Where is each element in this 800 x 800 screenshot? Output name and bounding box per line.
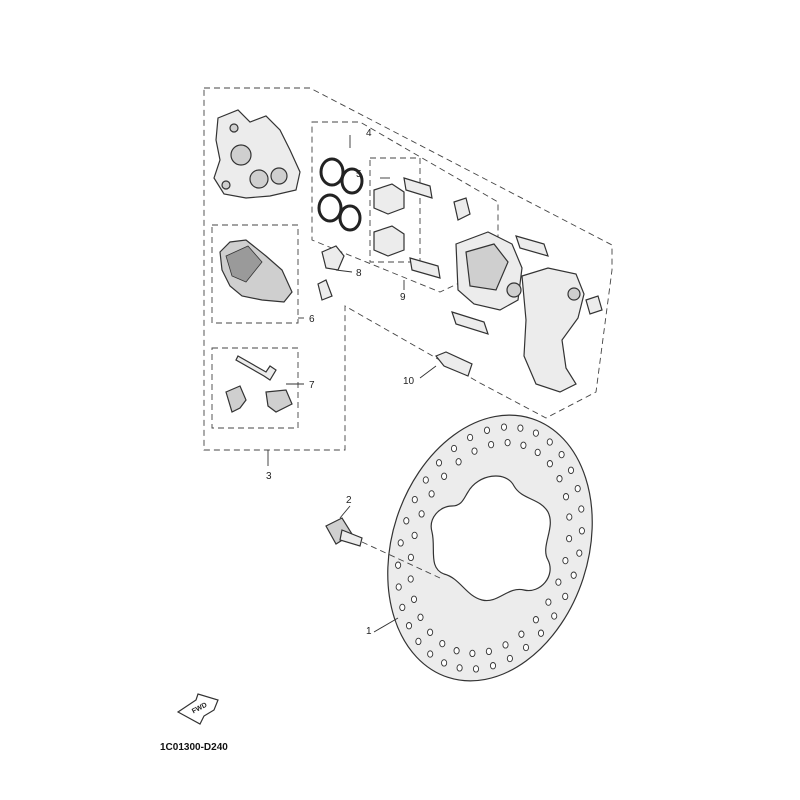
disc-hole: [407, 553, 414, 562]
disc-hole: [576, 549, 583, 557]
disc-hole: [411, 531, 418, 540]
disc-hole: [467, 433, 474, 442]
disc-hole: [555, 578, 562, 586]
disc-hole: [489, 662, 497, 670]
disc-hole: [472, 665, 480, 673]
disc-hole: [558, 450, 565, 459]
disc-hole: [403, 517, 410, 525]
disc-holes: [395, 423, 585, 673]
disc-hole: [551, 612, 558, 620]
disc-hole: [455, 458, 462, 466]
callout-8: 8: [356, 268, 362, 279]
callout-9: 9: [400, 292, 406, 303]
disc-hole: [566, 534, 573, 543]
disc-hole: [441, 659, 448, 667]
disc-hole: [417, 613, 424, 621]
callout-3: 3: [266, 471, 272, 482]
disc-hole: [537, 629, 545, 637]
disc-hole: [405, 622, 413, 630]
disc-hole: [562, 493, 570, 501]
disc-hole: [506, 654, 513, 663]
callout-4: 4: [366, 128, 372, 139]
disc-hole: [422, 476, 429, 484]
caliper-bracket: [451, 231, 603, 393]
disc-hole: [518, 630, 525, 638]
seal-kit: [317, 157, 421, 263]
callout-1: 1: [366, 626, 372, 637]
callout-5: 5: [356, 169, 362, 180]
callout-6: 6: [309, 314, 315, 325]
disc-hole: [562, 556, 569, 565]
disc-hole: [578, 505, 585, 513]
disc-hole: [483, 426, 491, 434]
disc-hole: [453, 647, 460, 655]
brake-pad-kit: [211, 224, 304, 324]
diagram-code: 1C01300-D240: [160, 742, 228, 753]
disc-hole: [471, 447, 478, 455]
disc-hole: [502, 641, 509, 649]
disc-hole: [570, 571, 577, 579]
disc-hole: [532, 616, 539, 624]
disc-hole: [439, 639, 446, 648]
disc-hole: [574, 484, 581, 493]
disc-hole: [435, 459, 443, 467]
fwd-arrow: FWD: [176, 693, 219, 725]
disc-hole: [545, 598, 552, 606]
disc-hole: [504, 438, 511, 447]
disc-hole: [566, 513, 573, 521]
disc-bolt: [325, 505, 441, 579]
disc-hole: [395, 583, 402, 591]
disc-hole: [441, 472, 448, 480]
disc-hole: [562, 592, 569, 601]
disc-hole: [397, 539, 404, 547]
bracket-bolt: [419, 351, 473, 379]
slide-pin-kit: [403, 177, 471, 290]
disc-hole: [469, 649, 476, 658]
callout-10: 10: [403, 376, 415, 387]
disc-hole: [546, 438, 553, 446]
disc-leader: [373, 617, 399, 633]
disc-hole: [399, 603, 406, 612]
disc-hole: [418, 510, 425, 518]
disc-hole: [546, 460, 553, 468]
bleeder-screw: [317, 245, 353, 301]
disc-hole: [415, 637, 422, 646]
disc-hole: [556, 475, 563, 483]
brake-disc: [387, 414, 593, 682]
disc-hole: [428, 490, 435, 498]
disc-hole: [520, 441, 527, 449]
disc-hole: [522, 643, 530, 652]
pad-pin-clip-kit: [211, 347, 304, 429]
disc-hole: [410, 595, 418, 603]
disc-hole: [456, 664, 463, 672]
disc-hole: [488, 440, 495, 449]
disc-hole: [450, 444, 458, 453]
disc-hole: [395, 561, 402, 569]
callout-7: 7: [309, 380, 315, 391]
disc-hole: [567, 466, 575, 474]
disc-hole: [427, 628, 434, 636]
callout-2: 2: [346, 495, 352, 506]
disc-hole: [500, 423, 508, 431]
disc-hole: [517, 424, 524, 432]
caliper-body: [213, 109, 301, 199]
disc-hole: [407, 575, 414, 583]
disc-hole: [427, 650, 434, 658]
disc-hole: [532, 429, 539, 437]
disc-hole: [534, 448, 541, 457]
disc-hole: [485, 647, 492, 656]
disc-hole: [411, 495, 418, 504]
disc-hole: [578, 527, 585, 535]
